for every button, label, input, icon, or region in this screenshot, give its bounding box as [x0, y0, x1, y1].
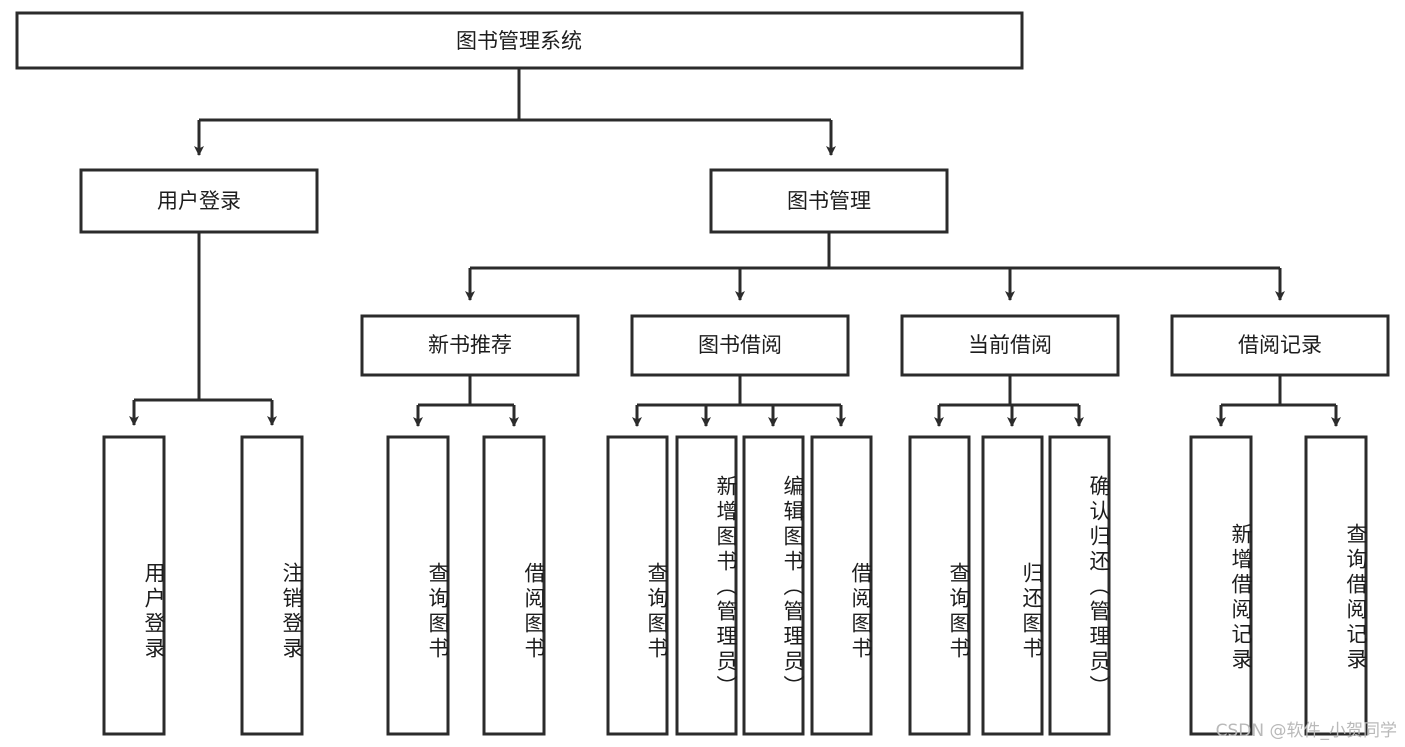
leaf-rect-add-borrow-record[interactable] — [1189, 435, 1253, 736]
node-current-borrow-label: 当前借阅 — [968, 333, 1052, 357]
node-root-rect — [15, 11, 1024, 70]
leaf-rect-return-book[interactable] — [981, 435, 1044, 736]
leaf-rect-query-borrow-record[interactable] — [1304, 435, 1368, 736]
connector-book-management-to-level3 — [465, 232, 1285, 301]
connector-book-borrow-to-leaves — [632, 375, 846, 427]
leaf-rect-borrow-book-rec[interactable] — [482, 435, 546, 736]
leaf-rect-query-book-current[interactable] — [908, 435, 971, 736]
leaf-rect-confirm-return-admin[interactable] — [1048, 435, 1111, 736]
connector-borrow-record-to-leaves — [1216, 375, 1341, 427]
node-user-login-rect — [79, 168, 319, 234]
node-borrow-record[interactable]: 借阅记录 — [1170, 314, 1390, 377]
node-borrow-record-label: 借阅记录 — [1238, 333, 1322, 357]
leaf-rect-borrow-book[interactable] — [810, 435, 873, 736]
node-book-borrow-label: 图书借阅 — [698, 333, 782, 357]
leaf-rect-user-login[interactable] — [102, 435, 166, 736]
node-new-book-recommend-label: 新书推荐 — [428, 333, 512, 357]
leaf-rects — [102, 435, 1368, 736]
connector-user-login-to-leaves — [129, 232, 277, 426]
leaf-rect-query-book-rec[interactable] — [386, 435, 450, 736]
connector-new-book-recommend-to-leaves — [413, 375, 519, 427]
node-current-borrow-rect — [900, 314, 1120, 377]
connector-current-borrow-to-leaves — [934, 375, 1084, 427]
leaf-rect-logout[interactable] — [240, 435, 304, 736]
node-root-label: 图书管理系统 — [456, 29, 582, 53]
node-book-borrow[interactable]: 图书借阅 — [630, 314, 850, 377]
node-book-management[interactable]: 图书管理 — [709, 168, 949, 234]
leaf-rect-edit-book-admin[interactable] — [742, 435, 805, 736]
node-user-login[interactable]: 用户登录 — [79, 168, 319, 234]
node-new-book-recommend-rect — [360, 314, 580, 377]
node-current-borrow[interactable]: 当前借阅 — [900, 314, 1120, 377]
node-root[interactable]: 图书管理系统 — [15, 11, 1024, 70]
node-user-login-label: 用户登录 — [157, 189, 241, 213]
node-new-book-recommend[interactable]: 新书推荐 — [360, 314, 580, 377]
leaf-rect-add-book-admin[interactable] — [675, 435, 738, 736]
connector-root-to-level2 — [194, 68, 836, 156]
csdn-watermark: CSDN @软件_小贺同学 — [1215, 721, 1397, 741]
node-book-management-label: 图书管理 — [787, 189, 871, 213]
leaf-rect-query-book-borrow[interactable] — [606, 435, 669, 736]
